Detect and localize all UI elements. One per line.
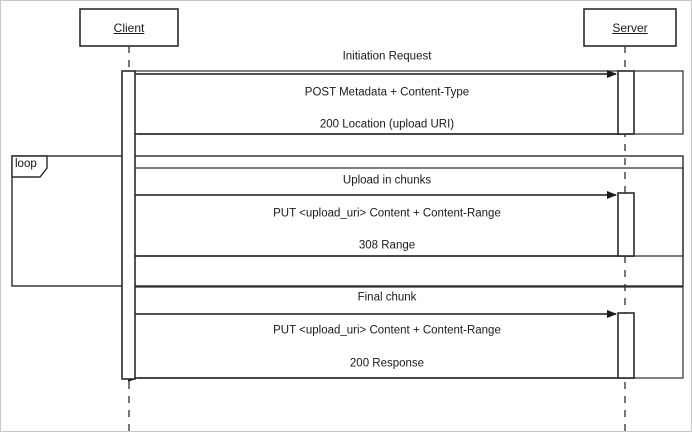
activation-bar-client	[121, 70, 136, 380]
participant-label-server: Server	[612, 21, 648, 35]
participant-label-client: Client	[113, 21, 145, 35]
loop-fragment-label: loop	[15, 158, 37, 170]
participant-box-client[interactable]	[79, 8, 179, 47]
loop-fragment-tag	[11, 155, 48, 178]
message-label-m5: PUT <upload_uri> Content + Content-Range	[273, 324, 501, 337]
message-label-m1: POST Metadata + Content-Type	[304, 86, 470, 99]
activation-bars	[121, 70, 635, 380]
message-label-m4: 308 Range	[358, 239, 416, 252]
message-label-m6: 200 Response	[349, 357, 425, 370]
participant-boxes	[79, 8, 677, 47]
group-title-initiation: Initiation Request	[342, 50, 432, 63]
activation-bar-server-2	[617, 192, 635, 257]
message-label-m2: 200 Location (upload URI)	[319, 118, 455, 131]
group-title-chunks: Upload in chunks	[342, 174, 432, 187]
message-label-m3: PUT <upload_uri> Content + Content-Range	[273, 207, 501, 220]
group-title-final: Final chunk	[357, 291, 417, 304]
participant-box-server[interactable]	[583, 8, 677, 47]
activation-bar-server-1	[617, 70, 635, 135]
activation-bar-server-3	[617, 312, 635, 379]
